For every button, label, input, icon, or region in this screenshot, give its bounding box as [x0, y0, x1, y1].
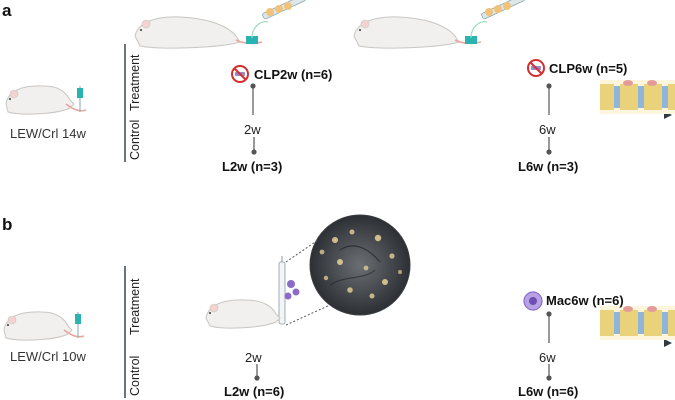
timeline-arrowhead — [664, 339, 672, 347]
syringe-icon — [465, 0, 525, 44]
syringe-icon — [75, 312, 81, 338]
no-injection-icon — [231, 65, 249, 83]
tick-6w-a: 6w — [539, 122, 556, 137]
no-injection-icon — [527, 59, 545, 77]
macrophage-icon — [523, 291, 543, 311]
spine-icon — [600, 306, 675, 340]
rat-icon — [5, 85, 87, 115]
group-l2w-b: L2w (n=6) — [224, 384, 285, 399]
rat-icon — [3, 311, 85, 341]
group-mac6w: Mac6w (n=6) — [546, 293, 624, 308]
group-clp2w: CLP2w (n=6) — [254, 67, 333, 82]
group-l2w-a: L2w (n=3) — [222, 159, 283, 174]
rat-icon — [353, 16, 482, 49]
rat-icon — [205, 299, 281, 329]
panel-a-letter: a — [2, 1, 12, 20]
control-label-a: Control — [128, 119, 142, 160]
microscopy-image-icon — [309, 214, 411, 316]
syringe-icon — [77, 86, 83, 112]
tick-2w-b: 2w — [245, 350, 262, 365]
group-l6w-b: L6w (n=6) — [518, 384, 579, 399]
panel-b-letter: b — [2, 215, 13, 234]
treatment-label-b: Treatment — [128, 278, 142, 335]
group-clp6w: CLP6w (n=5) — [549, 61, 628, 76]
cell-tube-icon — [278, 256, 300, 325]
group-l6w-a: L6w (n=3) — [518, 159, 579, 174]
spine-icon — [600, 80, 675, 114]
tick-6w-b: 6w — [539, 350, 556, 365]
subject-label-b: LEW/Crl 10w — [10, 349, 86, 364]
treatment-label-a: Treatment — [128, 54, 142, 111]
subject-label-a: LEW/Crl 14w — [10, 126, 86, 141]
control-label-b: Control — [128, 355, 142, 396]
syringe-icon — [246, 0, 306, 44]
rat-icon — [134, 16, 263, 49]
tick-2w-a: 2w — [244, 122, 261, 137]
